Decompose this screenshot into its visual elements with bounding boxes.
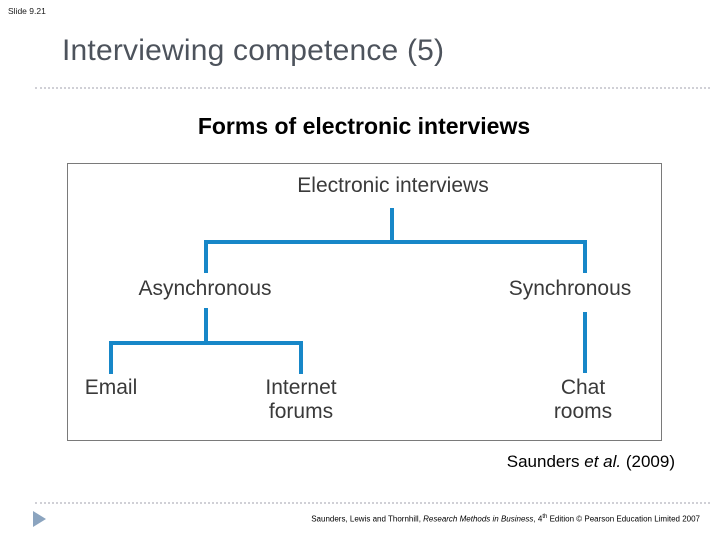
triangle-bullet-icon xyxy=(33,511,46,527)
footer-authors: Saunders, Lewis and Thornhill, xyxy=(311,514,424,524)
connector-internet-forums-drop xyxy=(299,341,303,374)
tree-diagram: Electronic interviews Asynchronous Synch… xyxy=(67,163,662,441)
source-citation: Saunders et al. (2009) xyxy=(507,452,675,472)
citation-author: Saunders xyxy=(506,452,585,471)
connector-level2-horizontal xyxy=(109,341,303,345)
node-synchronous: Synchronous xyxy=(508,277,632,300)
connector-email-drop xyxy=(109,341,113,374)
node-asynchronous: Asynchronous xyxy=(138,277,272,300)
diagram-heading: Forms of electronic interviews xyxy=(197,113,531,139)
node-email: Email xyxy=(84,376,138,399)
connector-chat-rooms-vertical xyxy=(583,312,587,373)
connector-level1-horizontal xyxy=(204,240,587,244)
slide-title: Interviewing competence (5) xyxy=(62,34,445,67)
node-chat-rooms: Chat rooms xyxy=(553,376,613,423)
node-internet-forums: Internet forums xyxy=(265,376,337,423)
connector-asynchronous-vertical xyxy=(204,308,208,345)
citation-et-al: et al. xyxy=(584,452,622,471)
copyright-footer: Saunders, Lewis and Thornhill, Research … xyxy=(311,514,700,524)
connector-synchronous-drop xyxy=(583,240,587,273)
footer-edition-pre: , 4 xyxy=(533,514,543,524)
slide-number: Slide 9.21 xyxy=(8,6,46,16)
connector-root-vertical xyxy=(390,208,394,244)
footer-book-title: Research Methods in Business xyxy=(423,514,534,524)
citation-year: (2009) xyxy=(621,452,675,471)
connector-asynchronous-drop xyxy=(204,240,208,273)
footer-divider-dotted-line xyxy=(35,502,710,504)
node-electronic-interviews: Electronic interviews xyxy=(297,174,489,197)
footer-edition-sup: th xyxy=(542,514,548,520)
title-divider-dotted-line xyxy=(35,87,710,89)
footer-rest: Edition © Pearson Education Limited 2007 xyxy=(547,514,700,524)
